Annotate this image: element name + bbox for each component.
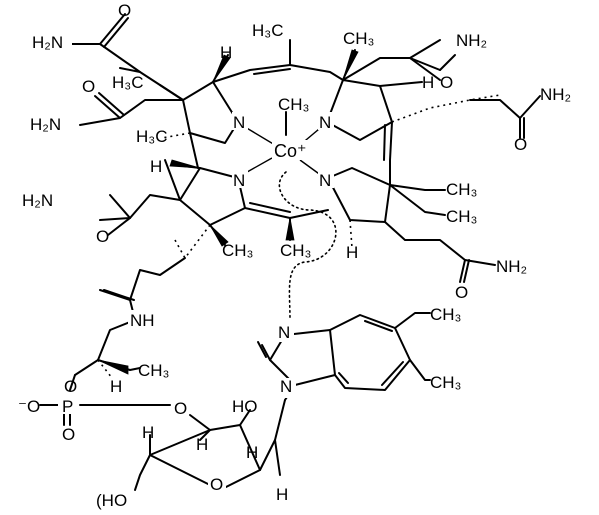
hydrogen-label: H xyxy=(346,243,358,262)
ring-b xyxy=(326,79,393,141)
chain-d xyxy=(99,194,181,221)
hydrogen-label: H xyxy=(142,423,154,442)
cobalt-label: Co⁺ xyxy=(274,141,307,161)
nitrogen-label: N xyxy=(280,377,292,396)
ring-c xyxy=(327,167,391,223)
nh-label: NH xyxy=(130,311,155,330)
nitrogen-label: N xyxy=(278,323,290,342)
chain-c xyxy=(384,221,496,266)
methyl-label: CH₃ xyxy=(446,180,477,199)
ring-a xyxy=(182,81,239,144)
methyl-label: H₃C xyxy=(136,127,167,146)
hydrogen-label: H xyxy=(196,435,208,454)
amide-label-left-mid: H₂N xyxy=(22,191,53,210)
amide-label-right-upper: NH₂ xyxy=(540,85,571,104)
o-minus-label: ⁻O xyxy=(18,397,40,416)
oxygen-label: O xyxy=(96,227,109,246)
methyl-label: CH₃ xyxy=(278,95,309,114)
oxygen-label: O xyxy=(210,475,223,494)
methyl-label: CH₃ xyxy=(430,305,461,324)
hydroxyl-label: HO xyxy=(232,397,258,416)
bridge-ab xyxy=(212,64,291,83)
coordination-bond xyxy=(278,171,337,321)
methyl-label: H₃C xyxy=(252,21,283,40)
amide-label-top-right: NH₂ xyxy=(456,31,487,50)
loop-chain xyxy=(129,257,186,321)
hydrogen-label: H xyxy=(220,43,232,62)
nitrogen-label: N xyxy=(233,113,245,132)
bridge-ad xyxy=(189,132,199,169)
chain-b1 xyxy=(342,57,441,81)
oxygen-label: O xyxy=(64,377,77,396)
amide-label-left-upper: H₂N xyxy=(30,115,61,134)
bridge-bc xyxy=(389,121,393,186)
chain-a2 xyxy=(79,99,184,126)
methyl-label: CH₃ xyxy=(446,207,477,226)
oxygen-label: O xyxy=(82,77,95,96)
oxygen-label: O xyxy=(118,1,131,20)
methyl-label: CH₃ xyxy=(343,29,374,48)
nitrogen-label: N xyxy=(233,171,245,190)
ribose-ring xyxy=(149,424,261,491)
methyl-label: H₃C xyxy=(112,73,143,92)
amide-label-top-left: H₂N xyxy=(32,33,63,52)
methyl-label: CH₃ xyxy=(138,361,169,380)
nitrogen-label: N xyxy=(319,113,331,132)
oxygen-label: O xyxy=(455,283,468,302)
label-layer: H₂N O H₂N O H₂N O NH₂ O NH₂ O NH₂ O H₃C … xyxy=(18,1,571,510)
methyl-label: CH₃ xyxy=(222,241,253,260)
oxygen-label: O xyxy=(514,135,527,154)
hydrogen-label: H xyxy=(150,157,162,176)
oxygen-label: O xyxy=(62,425,75,444)
bridge-cd xyxy=(244,207,329,219)
amide-label-right-lower: NH₂ xyxy=(496,257,527,276)
hydrogen-label: H xyxy=(110,377,122,396)
bridge-ab2 xyxy=(289,64,344,81)
hydroxyl-label: (HO xyxy=(96,491,127,510)
hydrogen-label: H xyxy=(276,485,288,504)
oxygen-label: O xyxy=(174,399,187,418)
hydrogen-label: H xyxy=(422,73,434,92)
hydrogen-label: H xyxy=(246,443,258,462)
imidazole-ring xyxy=(269,329,336,386)
methyl-label: CH₃ xyxy=(280,241,311,260)
phosphorus-label: P xyxy=(62,397,73,416)
oxygen-label: O xyxy=(440,73,453,92)
methyl-label: CH₃ xyxy=(430,373,461,392)
wedge-layer xyxy=(97,49,359,375)
nitrogen-label: N xyxy=(319,171,331,190)
chain-b2 xyxy=(469,95,541,119)
ring-d xyxy=(179,167,246,226)
